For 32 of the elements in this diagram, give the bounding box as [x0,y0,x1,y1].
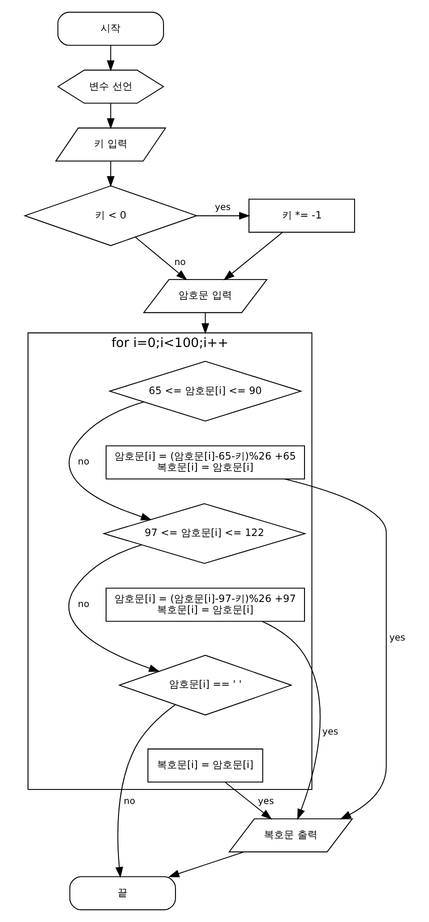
node-box: 복호문[i] = 암호문[i] [147,748,264,782]
node-diamond: 65 <= 암호문[i] <= 90 [108,360,302,422]
arrow [68,544,160,672]
node-box: 암호문[i] = (암호문[i]-97-키)%26 +97 복호문[i] = 암호문[i] [106,588,305,622]
edge-label: no [124,796,136,808]
edge-label: no [78,599,90,610]
edge-label: no [78,456,90,468]
arrow [106,103,115,130]
node-diamond: 키 < 0 [23,185,198,246]
arrow [284,478,387,820]
edge-label: yes [322,726,338,738]
edge-label: yes [214,202,231,214]
arrow [196,212,250,220]
node-box: 키 *= -1 [248,198,356,233]
edge-label: yes [258,796,274,808]
node-diamond: 97 <= 암호문[i] <= 122 [102,503,307,564]
arrow [224,782,272,820]
arrow [224,232,283,280]
arrow [168,852,244,878]
arrow [262,620,321,820]
arrow [134,236,188,280]
node-box: 끝 [69,876,176,910]
arrow [68,402,152,520]
edge-label: no [174,256,186,268]
arrow [106,160,115,188]
edge-label: yes [389,632,406,644]
node-box: 암호문[i] = (암호문[i]-65-키)%26 +65 복호문[i] = 암호문[i] [106,445,305,480]
arrow [201,312,210,334]
arrow [106,45,115,72]
node-diamond: 암호문[i] == ' ' [118,654,293,716]
node-box: 시작 [57,12,164,46]
arrow [115,704,176,878]
